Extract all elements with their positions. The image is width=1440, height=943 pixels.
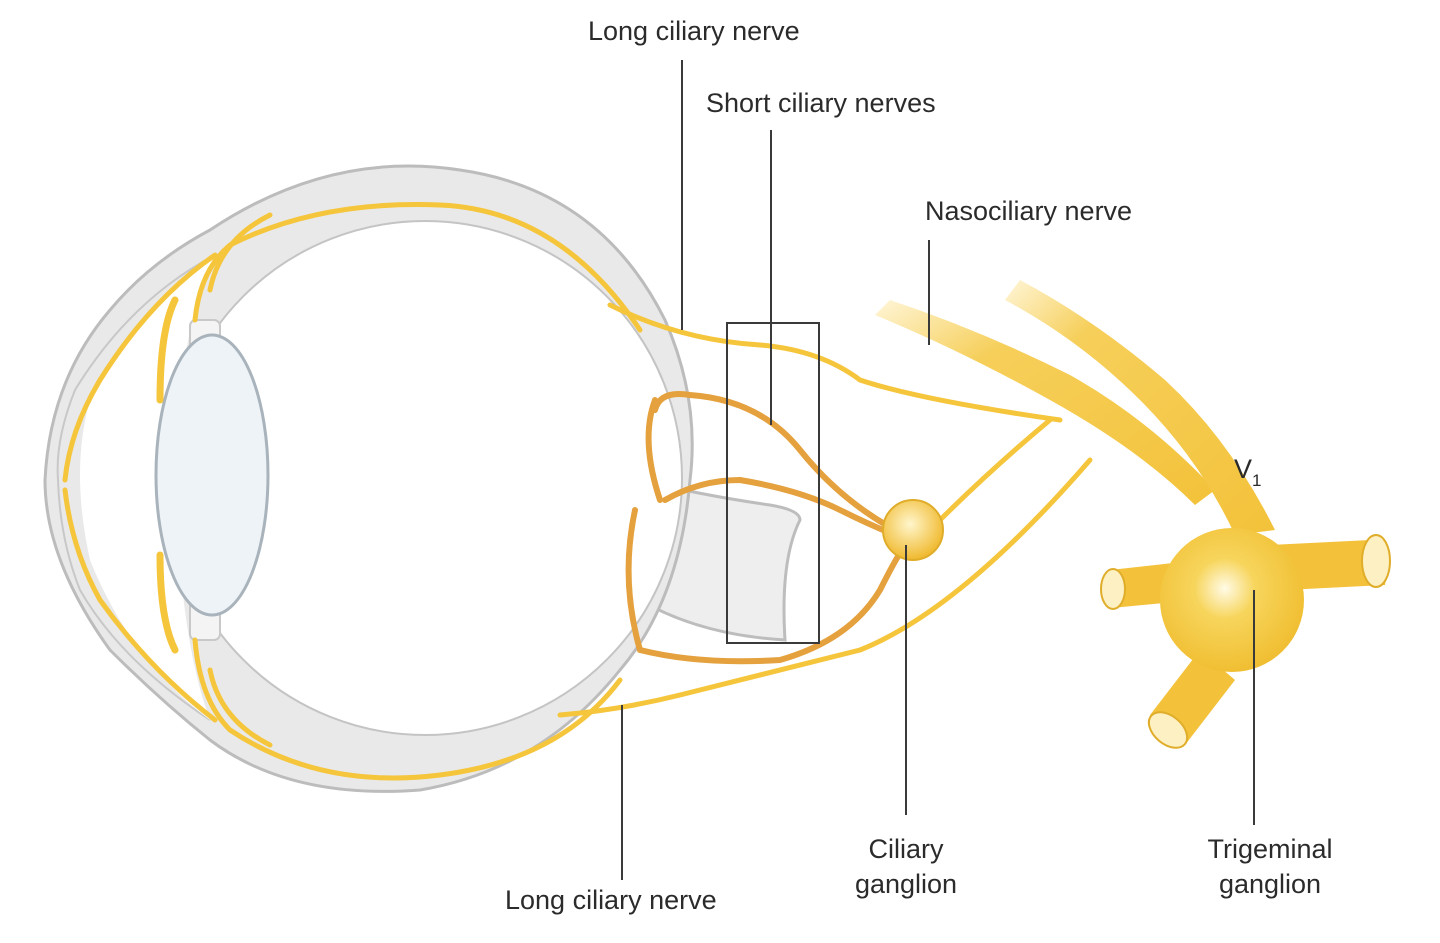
intraocular-nerves — [62, 202, 643, 781]
long-ciliary-nerves — [557, 302, 1093, 718]
label-short-ciliary-nerves: Short ciliary nerves — [706, 88, 936, 118]
label-trigeminal-ganglion: Trigeminal ganglion — [1180, 832, 1360, 902]
iris — [156, 296, 179, 654]
nasociliary-trunk — [875, 300, 1215, 505]
label-v1-main: V — [1234, 454, 1253, 484]
lens — [154, 333, 270, 617]
trigeminal-ganglion — [1100, 528, 1391, 749]
label-v1-subscript: 1 — [1252, 471, 1262, 490]
label-ciliary-ganglion: Ciliary ganglion — [826, 832, 986, 902]
label-trigeminal-ganglion-line2: ganglion — [1218, 869, 1322, 900]
label-ciliary-ganglion-line2: ganglion — [854, 869, 958, 900]
label-ciliary-ganglion-line1: Ciliary — [868, 834, 944, 864]
label-long-ciliary-nerve-bottom: Long ciliary nerve — [505, 885, 717, 915]
label-trigeminal-ganglion-line1: Trigeminal — [1207, 834, 1333, 864]
ciliary-ganglion — [882, 499, 944, 561]
label-long-ciliary-nerve-top: Long ciliary nerve — [588, 16, 800, 46]
leader-lines — [621, 60, 1255, 880]
short-ciliary-bracket — [726, 322, 820, 644]
v1-trunk — [1005, 280, 1275, 535]
label-v1: V1 — [1234, 452, 1262, 490]
cornea — [56, 254, 216, 721]
label-nasociliary-nerve: Nasociliary nerve — [925, 196, 1133, 226]
